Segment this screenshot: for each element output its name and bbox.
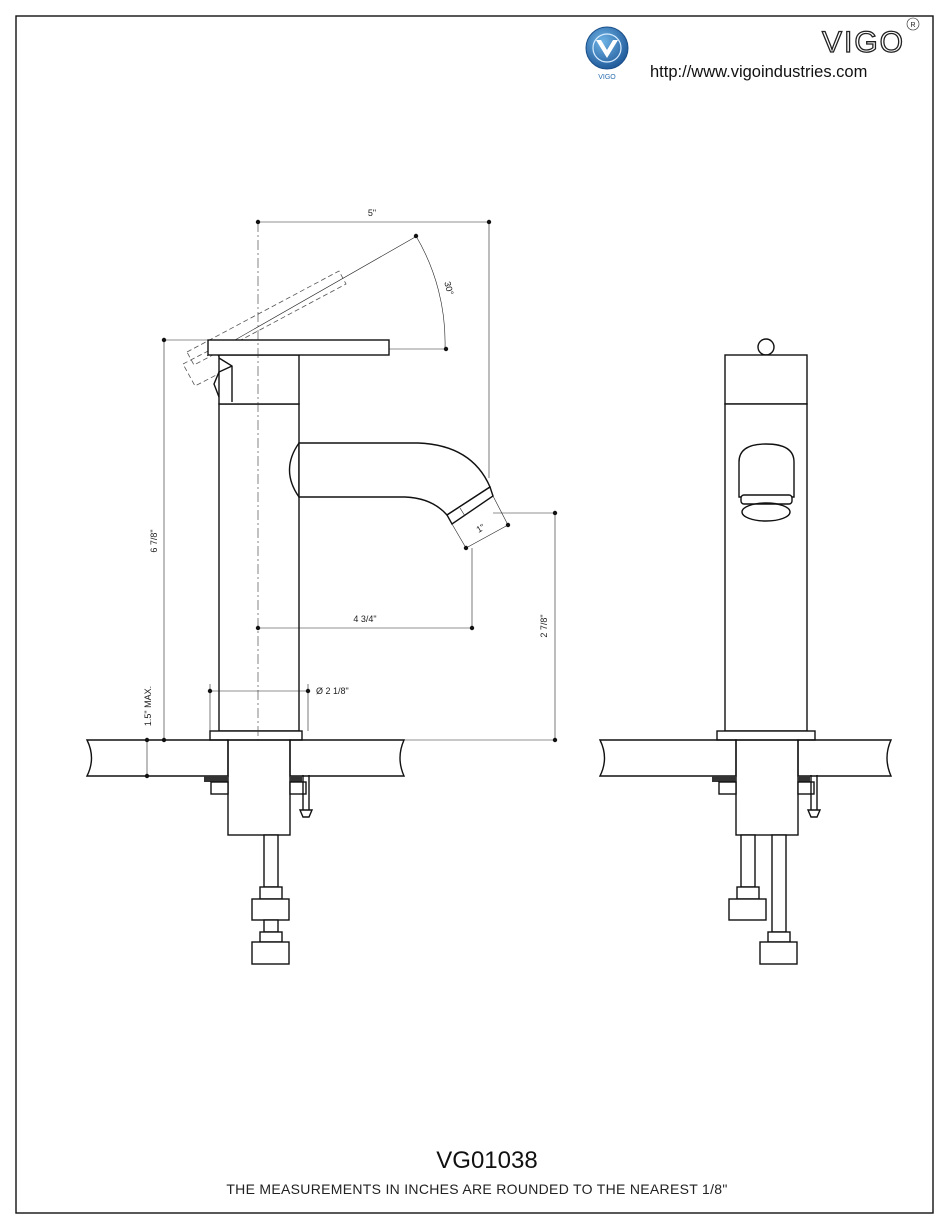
dim-max-deck-thickness-label: 1.5" MAX. — [143, 686, 153, 726]
dim-handle-angle-label: 30° — [442, 280, 455, 296]
countertop-section — [87, 740, 404, 776]
brand-wordmark: VIGO — [822, 26, 905, 59]
front-countertop-section — [600, 740, 891, 776]
logo-caption: VIGO — [598, 74, 616, 81]
handle-ghost-position — [183, 236, 417, 386]
dim-spout-height-label: 2 7/8" — [539, 614, 549, 637]
base-flange — [210, 731, 302, 740]
handle-cap — [219, 355, 299, 404]
front-supply-lines — [729, 835, 797, 964]
handle-angle-arc — [416, 236, 445, 349]
front-spout — [739, 444, 794, 497]
faucet-body — [219, 404, 299, 731]
threaded-shank — [228, 740, 290, 835]
dim-overall-height: 6 7/8" — [149, 338, 208, 742]
dim-overall-height-label: 6 7/8" — [149, 529, 159, 552]
dim-max-deck-thickness: 1.5" MAX. — [143, 686, 153, 778]
front-view — [600, 339, 891, 964]
website-url[interactable]: http://www.vigoindustries.com — [650, 63, 867, 81]
supply-line — [252, 835, 289, 964]
front-base-flange — [717, 731, 815, 740]
front-threaded-shank — [736, 740, 798, 835]
handle-knob — [758, 339, 774, 355]
dim-spout-height: 2 7/8" — [404, 511, 557, 742]
front-handle-cap — [725, 355, 807, 404]
dim-base-diameter-label: Ø 2 1/8" — [316, 686, 349, 696]
handle-lever — [208, 340, 389, 355]
measurement-note: THE MEASUREMENTS IN INCHES ARE ROUNDED T… — [226, 1181, 727, 1197]
model-number: VG01038 — [436, 1147, 537, 1174]
dim-overall-width-label: 5" — [368, 208, 376, 218]
side-view: 5" 30° 6 7/8" 1.5" MAX. 4 3/4" — [87, 208, 557, 964]
registered-trademark-icon: R — [907, 18, 919, 30]
registered-mark-letter: R — [910, 22, 915, 29]
dim-aerator-diameter-label: 1" — [474, 522, 486, 535]
dim-spout-reach-label: 4 3/4" — [353, 614, 376, 624]
faucet-spout — [299, 443, 490, 515]
vigo-v-globe-icon — [586, 27, 628, 69]
vigo-logo: VIGO — [586, 27, 628, 81]
